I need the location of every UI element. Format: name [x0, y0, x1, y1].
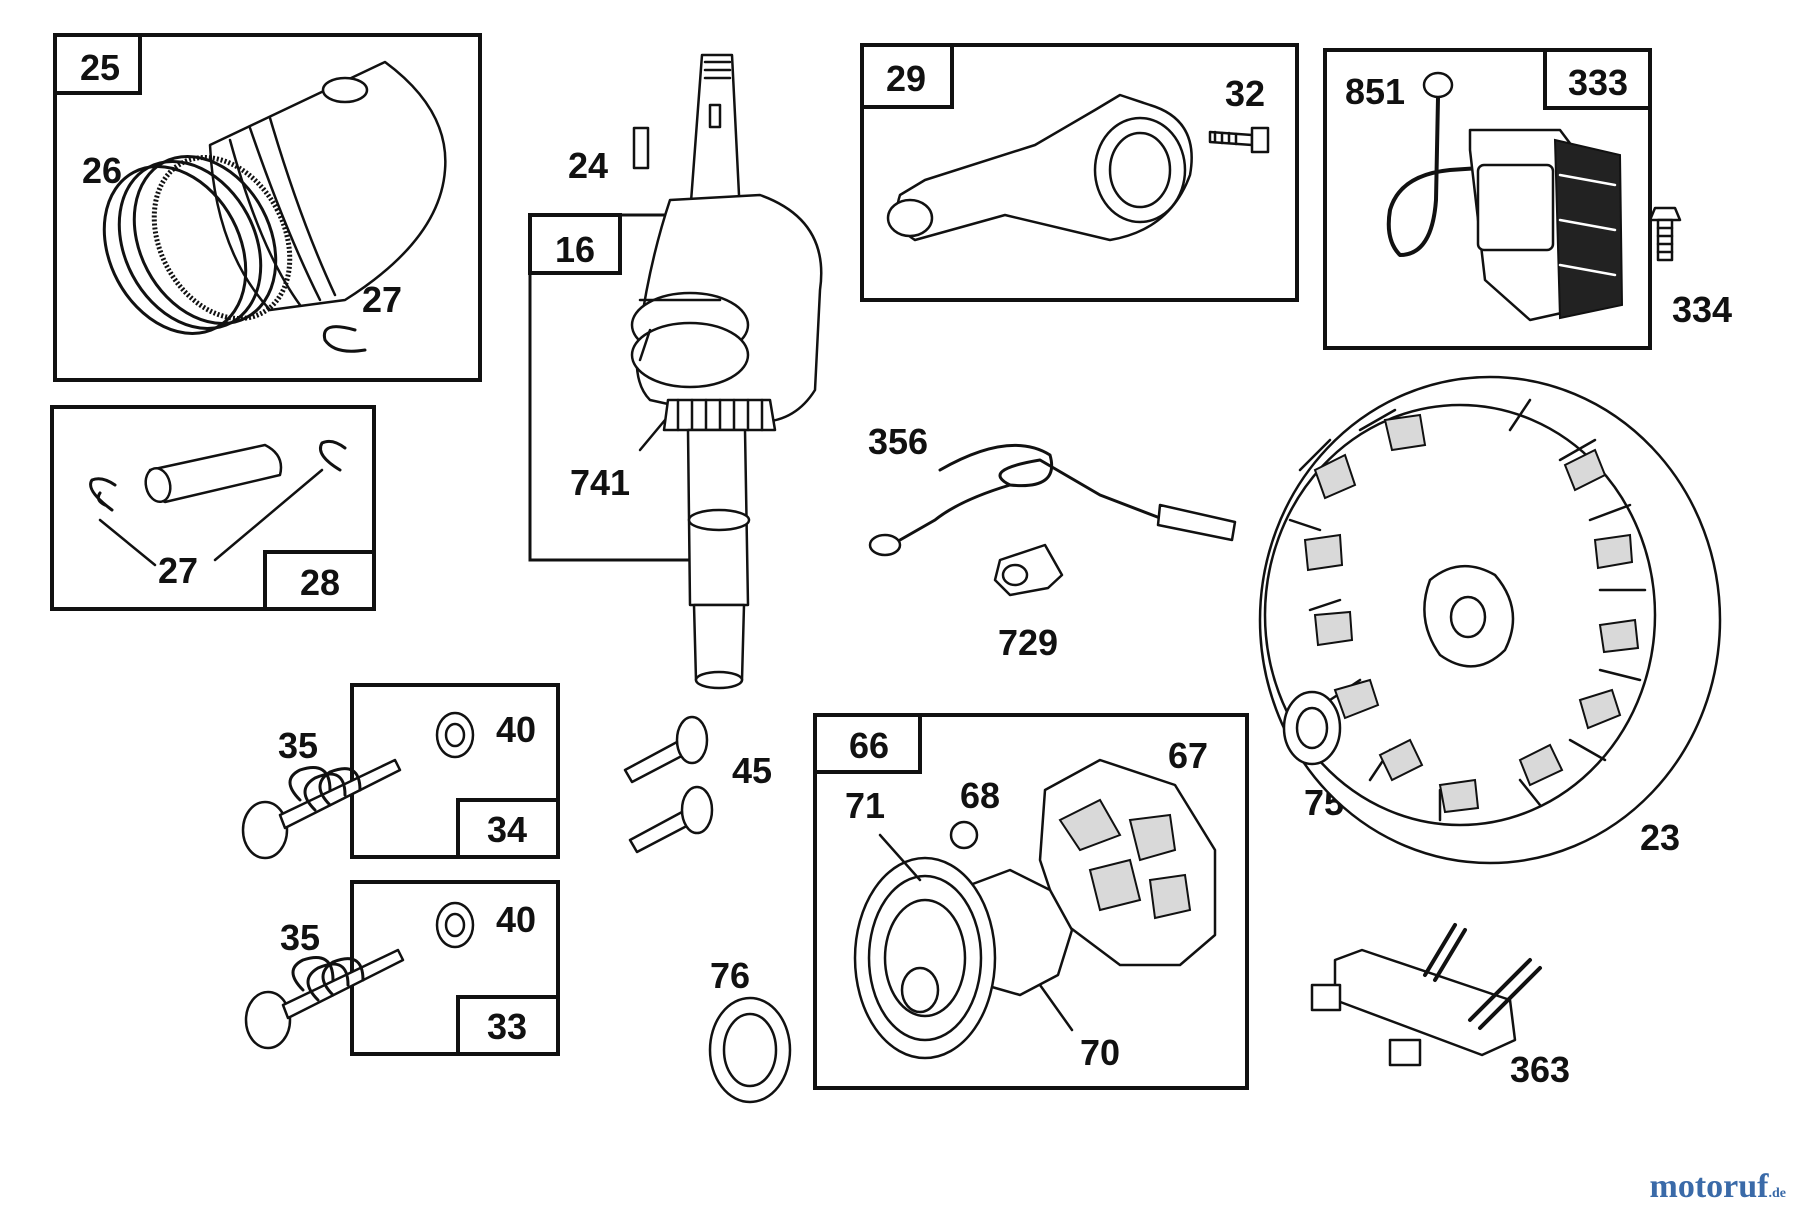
valve-33-group: 33 35 40 [244, 880, 560, 1056]
part-number-76: 76 [710, 955, 750, 996]
wire-connector [1156, 503, 1237, 542]
starter-clutch-group: 66 67 68 71 70 [813, 713, 1249, 1090]
part-number-70: 70 [1080, 1032, 1120, 1073]
part-number-851: 851 [1345, 71, 1405, 112]
part-number-66: 66 [849, 725, 889, 766]
part-number-26: 26 [82, 150, 122, 191]
part-number-40-lower: 40 [496, 899, 536, 940]
rod-small-end [886, 198, 934, 238]
connecting-rod-box [860, 43, 1299, 302]
valve-33-box [350, 880, 560, 1056]
pin-clip-left [89, 477, 117, 512]
part-number-729: 729 [998, 622, 1058, 663]
spark-plug-boot [1422, 71, 1454, 99]
piston-pin-group: 28 27 [50, 405, 376, 611]
flywheel-group: 23 75 [1258, 375, 1722, 865]
watermark-tld: .de [1768, 1186, 1787, 1201]
valve-34-stem [278, 758, 402, 830]
retainer-clip [322, 325, 367, 353]
valve-33-stem [281, 948, 405, 1020]
part-number-27-clip: 27 [362, 279, 402, 320]
connecting-rod-group: 29 32 [860, 43, 1299, 302]
part-number-67: 67 [1168, 735, 1208, 776]
valve-34-spring [288, 766, 362, 812]
valve-34-head [241, 800, 289, 860]
label-box-28 [263, 550, 376, 611]
tool-bolt-left [1310, 983, 1342, 1012]
valve-33-head [244, 990, 292, 1050]
ignition-box [1323, 48, 1652, 350]
part-number-34: 34 [487, 809, 527, 850]
ground-wire-group: 356 729 [868, 421, 1237, 663]
valve-34-group: 34 35 40 [241, 683, 560, 860]
piston-pin-hole [321, 76, 369, 104]
crankshaft-group: 16 24 741 [528, 53, 823, 690]
ignition-group: 333 851 334 [1323, 48, 1732, 350]
wire-terminal-ring [868, 533, 902, 557]
tappets-group: 45 [623, 715, 772, 854]
part-number-29: 29 [886, 58, 926, 99]
part-number-333: 333 [1568, 62, 1628, 103]
part-number-35-lower: 35 [280, 917, 320, 958]
starter-clutch-box [813, 713, 1249, 1090]
piston-box [53, 33, 482, 382]
part-number-35-upper: 35 [278, 725, 318, 766]
rod-bolt [1208, 130, 1254, 147]
part-number-28: 28 [300, 562, 340, 603]
ignition-lead [1386, 96, 1482, 257]
part-number-25: 25 [80, 47, 120, 88]
woodruff-key [632, 126, 650, 170]
pin-clip-right [319, 439, 347, 472]
part-number-32: 32 [1225, 73, 1265, 114]
watermark-logo: motoruf.de [1650, 1168, 1786, 1206]
piston-pin-box [50, 405, 376, 611]
part-number-27-pin-clips: 27 [158, 550, 198, 591]
part-number-334: 334 [1672, 289, 1732, 330]
oil-seal-group: 76 [708, 955, 792, 1104]
part-number-16: 16 [555, 229, 595, 270]
label-box-29 [860, 43, 954, 109]
part-number-71: 71 [845, 785, 885, 826]
part-number-356: 356 [868, 421, 928, 462]
tool-bolt-bottom [1388, 1038, 1422, 1067]
part-number-33: 33 [487, 1006, 527, 1047]
label-box-66 [813, 713, 922, 774]
part-number-741: 741 [570, 462, 630, 503]
part-number-40-upper: 40 [496, 709, 536, 750]
label-box-16 [528, 213, 622, 275]
steel-ball [949, 820, 979, 850]
label-box-333 [1543, 48, 1652, 110]
part-number-68: 68 [960, 775, 1000, 816]
armature-screw [1648, 206, 1682, 222]
ground-wire [938, 443, 1162, 520]
part-number-24: 24 [568, 145, 608, 186]
label-box-33 [456, 995, 560, 1056]
flywheel-tool-group: 363 [1310, 923, 1570, 1090]
part-number-363: 363 [1510, 1049, 1570, 1090]
valve-33-spring [291, 956, 365, 1002]
label-box-25 [53, 33, 142, 95]
label-box-34 [456, 798, 560, 859]
part-number-23: 23 [1640, 817, 1680, 858]
watermark-name: motoruf [1649, 1168, 1769, 1205]
part-number-45: 45 [732, 750, 772, 791]
piston-group: 25 26 27 [53, 33, 482, 382]
